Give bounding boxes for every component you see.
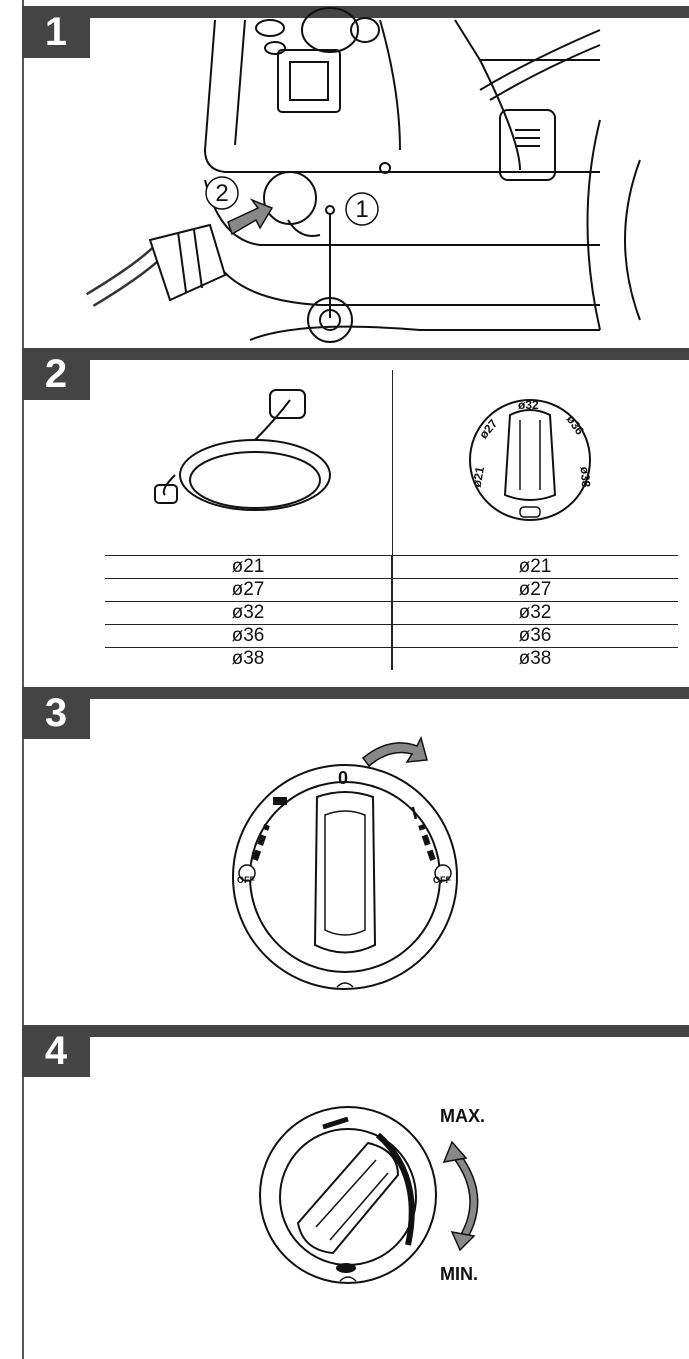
clockwise-arrow-icon [361,735,428,768]
step-1-callout-1: 1 [355,196,369,223]
table-row: ø36 ø36 [105,624,678,647]
step-1-callout-2: 2 [215,180,229,207]
table-cell: ø36 [105,625,392,647]
switch-label-zero: 0 [338,768,349,788]
table-cell: ø38 [518,648,552,669]
table-cell: ø32 [105,602,392,624]
table-cell: ø32 [518,602,552,623]
table-cell: ø38 [105,648,392,670]
suction-dial [259,1106,437,1284]
table-cell: ø21 [105,556,392,578]
hose-illustration [154,389,331,511]
max-label: MAX. [440,1106,485,1126]
step-2-badge: 2 [22,348,90,400]
table-cell: ø27 [518,579,552,600]
step-2-bar [22,348,689,360]
switch-label-off-right: OFF [433,875,451,885]
table-row: ø27 ø27 [105,578,678,601]
step-3-badge: 3 [22,687,90,739]
step-1-bar [22,6,689,18]
table-row: ø21 ø21 [105,555,678,578]
diameter-table: ø21 ø21 ø27 ø27 ø32 ø32 ø36 ø36 ø38 ø38 [105,555,678,670]
step-3-bar [22,687,689,699]
switch-label-off-left: OFF [237,875,255,885]
step-4-badge: 4 [22,1025,90,1077]
dial-label-2: ø32 [518,398,539,412]
page-border [22,0,24,1359]
dial-label-4: ø38 [577,466,594,488]
step-1-illustration [85,7,641,343]
step-1-badge: 1 [22,6,90,58]
table-row: ø32 ø32 [105,601,678,624]
step-2-divider [392,370,393,670]
range-arrow-icon [442,1140,479,1252]
power-switch-dial [232,764,458,990]
table-cell: ø21 [518,556,552,577]
diameter-dial [469,399,591,521]
table-cell: ø36 [518,625,552,646]
table-row: ø38 ø38 [105,647,678,670]
table-cell: ø27 [105,579,392,601]
min-label: MIN. [440,1264,478,1284]
step-4-bar [22,1025,689,1037]
